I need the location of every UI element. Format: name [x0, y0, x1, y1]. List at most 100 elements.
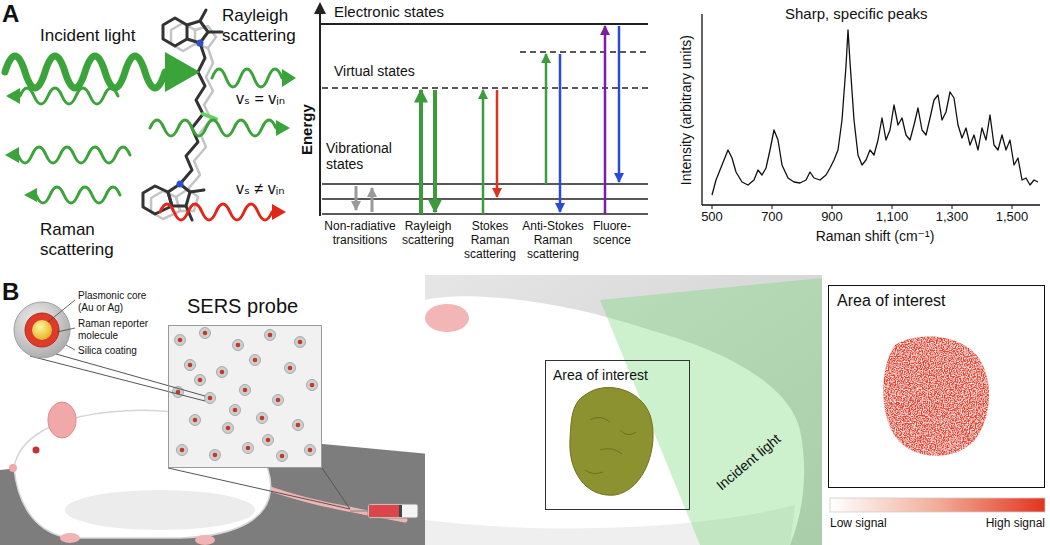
mouse-closeup — [425, 275, 822, 545]
energy-diagram — [604, 26, 607, 214]
light-waves — [36, 187, 120, 203]
energy-diagram — [320, 23, 648, 25]
part-label: Raman reporter molecule — [78, 318, 162, 341]
probe-inset — [195, 375, 206, 386]
probe-inset — [305, 445, 316, 456]
tick-label: 900 — [821, 210, 843, 225]
sers-probe-particle — [14, 300, 75, 358]
sers-probe-particle — [14, 302, 70, 358]
probe-inset — [293, 420, 304, 431]
light-waves — [5, 52, 296, 220]
probe-inset — [273, 395, 284, 406]
panel-letter: B — [2, 278, 19, 306]
state-label: Virtual states — [334, 63, 415, 79]
transition-label: Stokes Raman scattering — [460, 220, 520, 261]
energy-diagram — [319, 12, 321, 216]
probe-inset — [265, 330, 276, 341]
energy-diagram — [520, 51, 648, 53]
colorbar-label: High signal — [986, 517, 1045, 531]
probe-inset — [285, 363, 296, 374]
energy-diagram — [482, 90, 485, 214]
probe-inset — [217, 367, 228, 378]
zoom-lines — [168, 468, 350, 509]
transition-label: Anti-Stokes Raman scattering — [521, 220, 585, 261]
energy-diagram — [314, 2, 326, 14]
syringe — [399, 505, 402, 517]
light-waves — [6, 88, 20, 104]
part-label: Silica coating — [78, 345, 162, 357]
mouse — [65, 490, 255, 530]
light-waves — [24, 188, 37, 202]
raman-spectrum — [712, 205, 713, 209]
panel-title: Area of interest — [837, 292, 946, 310]
sers-probe-particle — [66, 345, 75, 350]
probe-inset — [250, 355, 261, 366]
mouse-closeup — [425, 275, 822, 545]
probe-inset — [230, 405, 241, 416]
raman-spectrum — [952, 205, 953, 209]
energy-diagram — [496, 90, 499, 197]
probe-inset — [277, 451, 288, 462]
molecule — [190, 190, 204, 192]
light-waves — [276, 120, 290, 136]
wave-label: Rayleigh scattering — [222, 6, 322, 45]
molecule — [163, 18, 187, 46]
energy-diagram — [322, 183, 648, 185]
probe-inset — [223, 423, 234, 434]
energy-diagram — [433, 90, 437, 212]
light-waves — [165, 52, 200, 92]
energy-diagram — [322, 213, 648, 215]
tick-label: 1,100 — [876, 210, 909, 225]
energy-diagram — [419, 90, 423, 214]
part-label: Plasmonic core (Au or Ag) — [78, 290, 162, 313]
mouse — [48, 402, 76, 438]
probe-inset — [257, 413, 268, 424]
probe-inset — [243, 443, 254, 454]
raman-spectrum — [701, 14, 702, 205]
light-waves — [212, 69, 282, 87]
frequency-relation: vₛ ≠ vᵢₙ — [236, 180, 285, 198]
raman-spectrum — [1012, 205, 1013, 209]
light-waves — [5, 56, 165, 88]
signal-map — [828, 285, 1045, 488]
probe-inset — [168, 325, 322, 468]
signal-map — [828, 285, 1045, 512]
molecule — [197, 40, 204, 47]
probe-inset — [175, 335, 186, 346]
molecule — [187, 21, 208, 43]
axis-title: Intensity (arbitrary units) — [678, 35, 694, 185]
transition-label: Fluore- scence — [589, 220, 635, 248]
tick-label: 1,500 — [996, 210, 1029, 225]
state-label: Electronic states — [334, 3, 444, 20]
probe-inset — [233, 340, 244, 351]
peak-note: Sharp, specific peaks — [785, 5, 928, 22]
syringe — [350, 510, 368, 512]
energy-diagram — [371, 188, 374, 212]
wave-label: Raman scattering — [40, 220, 130, 259]
light-waves — [272, 204, 286, 220]
light-waves — [282, 69, 296, 87]
energy-diagram — [545, 54, 548, 184]
probe-inset — [240, 385, 251, 396]
inset-heading: SERS probe — [187, 295, 298, 318]
state-label: Vibrational states — [326, 140, 418, 172]
sers-probe-particle — [57, 328, 75, 332]
panel-letter: A — [2, 0, 19, 28]
sers-probe-particle — [48, 300, 75, 322]
zoom-lines — [56, 354, 205, 396]
probe-inset — [295, 337, 306, 348]
mouse-closeup — [585, 417, 636, 473]
zoom-lines — [30, 356, 205, 401]
energy-diagram — [559, 54, 562, 212]
raman-spectrum — [702, 14, 1040, 209]
probe-inset — [205, 393, 216, 404]
colorbar-label: Low signal — [830, 517, 887, 531]
mouse — [33, 447, 40, 454]
molecule — [143, 10, 222, 220]
tick-label: 1,300 — [936, 210, 969, 225]
syringe — [350, 504, 418, 518]
raman-spectrum — [772, 205, 773, 209]
molecule — [200, 10, 206, 21]
sers-probe-particle — [25, 313, 59, 347]
raman-spectrum — [702, 204, 1040, 205]
